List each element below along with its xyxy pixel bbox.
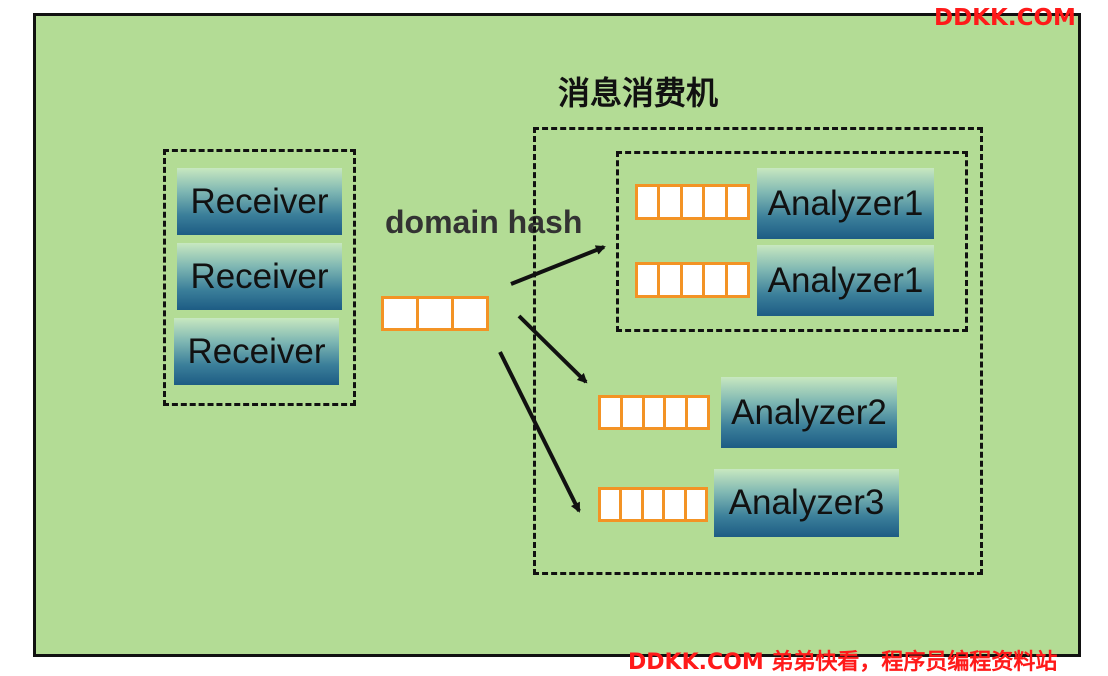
analyzer1-node-b: Analyzer1 (757, 245, 934, 316)
arrow-to-analyzer1 (510, 245, 606, 286)
watermark-bottom: DDKK.COM 弟弟快看，程序员编程资料站 (628, 650, 1058, 675)
domain-hash-label: domain hash (385, 204, 583, 240)
analyzer2-node: Analyzer2 (721, 377, 897, 448)
analyzer1-queue-b (635, 262, 750, 298)
analyzer3-queue (598, 487, 708, 522)
receiver-node-3: Receiver (174, 318, 339, 385)
analyzer2-queue (598, 395, 710, 430)
arrow-to-analyzer3 (498, 351, 581, 513)
receiver-node-2: Receiver (177, 243, 342, 310)
consumer-machine-group (533, 127, 983, 575)
analyzer1-node-a: Analyzer1 (757, 168, 934, 239)
router-queue (381, 296, 489, 331)
analyzer1-queue-a (635, 184, 750, 220)
receiver-group (163, 149, 356, 406)
arrow-to-analyzer2 (517, 314, 588, 384)
watermark-top: DDKK.COM (934, 5, 1076, 31)
analyzer3-node: Analyzer3 (714, 469, 899, 537)
receiver-node-1: Receiver (177, 168, 342, 235)
analyzer1-group (616, 151, 968, 332)
consumer-machine-title: 消息消费机 (558, 74, 719, 112)
